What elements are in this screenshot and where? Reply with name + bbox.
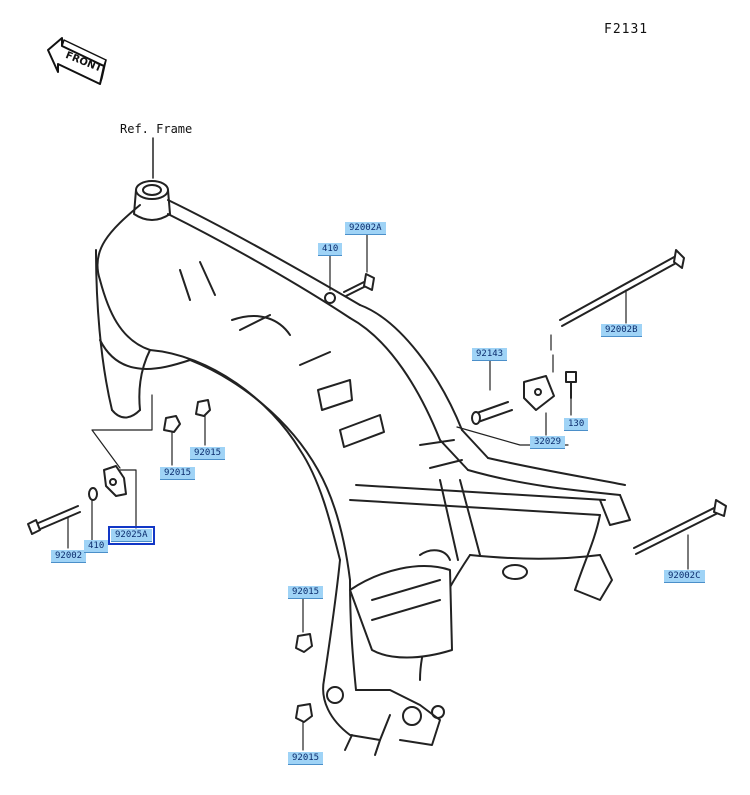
callout-92002c[interactable]: 92002C (664, 570, 705, 583)
callout-92143[interactable]: 92143 (472, 348, 508, 361)
callout-410-top[interactable]: 410 (318, 243, 343, 256)
callout-92025a[interactable]: 92025A (108, 526, 155, 545)
callout-92015-upper[interactable]: 92015 (190, 447, 226, 460)
callout-410-left[interactable]: 410 (84, 540, 109, 553)
front-arrow-icon (47, 37, 107, 85)
callout-92002a[interactable]: 92002A (345, 222, 386, 235)
callout-130[interactable]: 130 (564, 418, 589, 431)
ref-frame-label: Ref. Frame (120, 122, 193, 136)
callout-92015-lower[interactable]: 92015 (160, 467, 196, 480)
callout-92015-bottom[interactable]: 92015 (288, 752, 324, 765)
callout-92002[interactable]: 92002 (51, 550, 87, 563)
callout-92015-mid[interactable]: 92015 (288, 586, 324, 599)
figure-id: F2131 (604, 22, 649, 37)
callout-32029[interactable]: 32029 (530, 436, 566, 449)
callout-92002b[interactable]: 92002B (601, 324, 642, 337)
